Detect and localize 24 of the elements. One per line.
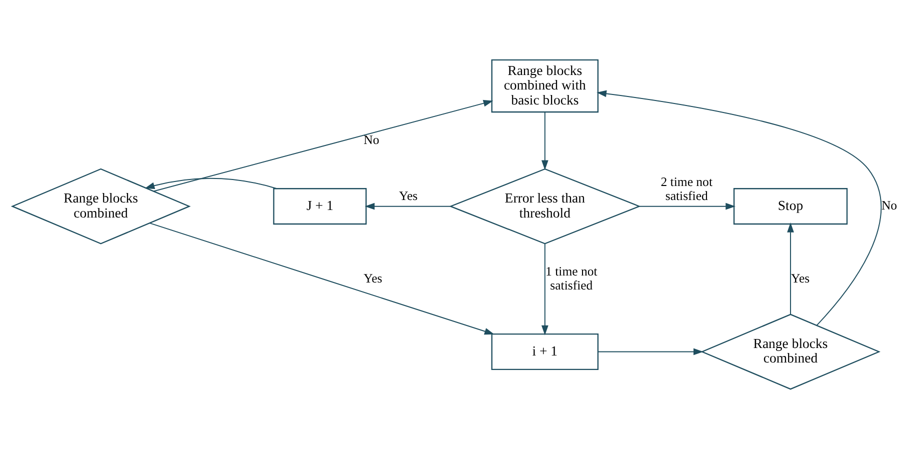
node-box: J + 1: [273, 188, 367, 225]
node-box: Stop: [733, 188, 848, 225]
arrow: [144, 178, 278, 190]
arrow: [639, 202, 736, 210]
node-diamond: Range blocks combined: [700, 314, 880, 390]
arrow: [596, 90, 882, 326]
arrow: [598, 348, 704, 356]
arrow: [149, 222, 494, 335]
node-diamond: Range blocks combined: [10, 168, 191, 244]
edge-label: No: [881, 198, 898, 213]
node-diamond: Error less than threshold: [448, 168, 641, 244]
edge-label: 1 time not satisfied: [546, 264, 598, 292]
arrow: [153, 100, 494, 192]
node-box: i + 1: [491, 333, 599, 370]
arrow: [364, 202, 451, 210]
edge-label: Yes: [399, 188, 418, 203]
arrow: [541, 112, 548, 170]
node-box: Range blocks combined with basic blocks: [491, 59, 599, 113]
edge-label: Yes: [364, 271, 382, 286]
edge-label: 2 time not satisfied: [660, 175, 713, 203]
edge-label: No: [364, 132, 380, 147]
edge-label: Yes: [791, 271, 810, 286]
arrow: [787, 222, 794, 315]
arrow: [541, 243, 548, 336]
